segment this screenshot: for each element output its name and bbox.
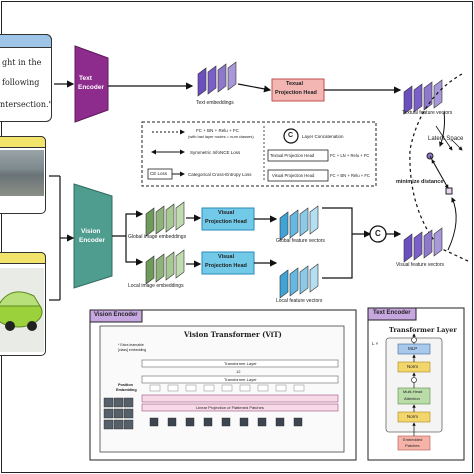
vision-encoder-label-2: Encoder xyxy=(79,237,106,244)
vit-title: Vision Transformer (ViT) xyxy=(184,330,282,339)
legend-textual-head-box: Textual Projection Head xyxy=(270,153,315,158)
global-feature-label: Global feature vectors xyxy=(276,238,325,244)
prompt-line-1: ght in the xyxy=(2,58,42,67)
local-feature-vectors-stack xyxy=(279,263,319,299)
vit-position-embedding-1: Position xyxy=(118,383,133,387)
visual-feature-label: Visual feature vectors xyxy=(396,262,444,268)
text-panel-embedded-1: Embedded xyxy=(403,437,423,442)
legend-symmetric-loss: Symmetric InfoNCE Loss xyxy=(190,150,241,155)
local-embeddings-stack xyxy=(145,249,185,285)
vision-encoder-label-1: Vision xyxy=(81,228,101,235)
legend-box xyxy=(141,121,377,187)
text-panel-mha-2: Attention xyxy=(404,396,420,401)
latent-space-boundary xyxy=(409,73,471,263)
latent-point-visual xyxy=(445,187,453,195)
vit-tab-label: Vision Encoder xyxy=(94,312,138,318)
legend-fc-line-2: (with last layer nodes = num classes) xyxy=(188,134,254,139)
global-feature-vectors-stack xyxy=(279,205,319,241)
legend-layer-concat: Layer Concatenation xyxy=(302,134,344,139)
visual-head-global-line-1: Visual xyxy=(218,210,235,216)
text-panel-norm-bottom: Norm xyxy=(407,414,418,419)
textual-head-line-2: Projection Head xyxy=(275,90,317,96)
textual-feature-vectors-stack xyxy=(403,79,443,115)
latent-space-label: Latent Space xyxy=(428,136,464,142)
legend-visual-head-box: Visual Projection Head xyxy=(272,173,315,178)
vit-linear-projection: Linear Projection of Flattened Patches xyxy=(196,405,264,410)
prompt-line-3: ntersection." xyxy=(0,100,53,109)
vit-extra-token-1: * Extra learnable xyxy=(118,343,144,347)
text-panel-lx: L × xyxy=(372,341,379,346)
visual-feature-vectors-stack xyxy=(403,227,443,263)
legend-visual-head-def: FC + BN + Relu + FC xyxy=(330,173,370,178)
text-encoder-panel-tab xyxy=(367,307,417,321)
vit-panel-tab xyxy=(89,309,143,323)
text-panel-title: Transformer Layer xyxy=(389,326,457,334)
vit-transformer-layer-1: Transformer Layer xyxy=(224,361,257,366)
text-embeddings-label: Text embeddings xyxy=(196,100,234,106)
text-panel-tab-label: Text Encoder xyxy=(373,310,411,316)
text-panel-mha-1: Multi-Head xyxy=(403,389,423,394)
global-embeddings-stack xyxy=(145,201,185,237)
text-panel-norm-top: Norm xyxy=(407,364,418,369)
text-encoder-block xyxy=(74,45,109,123)
visual-head-local-line-1: Visual xyxy=(218,254,235,260)
text-panel-mlp: MLP xyxy=(408,346,418,351)
textual-head-line-1: Texual xyxy=(286,81,304,87)
global-image-tab xyxy=(0,136,46,148)
legend-concat-symbol: C xyxy=(288,132,294,139)
legend-ce-box: CE Loss xyxy=(150,171,168,176)
text-panel-embedded-2: Patches xyxy=(405,443,420,448)
local-feature-label: Local feature vectors xyxy=(276,298,323,304)
text-embeddings-stack xyxy=(197,61,237,97)
text-encoder-label-2: Encoder xyxy=(78,84,105,91)
legend-ce-loss: Categorical Cross-Entropy Loss xyxy=(188,172,252,177)
image-patches xyxy=(149,417,303,427)
global-embeddings-label: Global image embeddings xyxy=(128,234,187,240)
visual-head-global-line-2: Projection Head xyxy=(205,219,247,225)
minimize-distance-label: minimize distance xyxy=(396,179,444,185)
legend-fc-line-1: FC + BN + Relu + FC xyxy=(196,128,239,133)
vit-position-embedding-2: Embedding xyxy=(116,388,137,392)
car-illustration xyxy=(0,291,43,331)
vision-encoder-block xyxy=(73,183,113,289)
concat-symbol: C xyxy=(375,229,381,238)
patch-grid xyxy=(103,397,134,430)
legend-textual-head-def: FC + LN + Relu + FC xyxy=(330,153,370,158)
vit-layer-count: 12 xyxy=(236,369,241,374)
local-image-tab xyxy=(0,252,46,264)
vit-transformer-layer-2: Transformer Layer xyxy=(224,377,257,382)
visual-head-local-line-2: Projection Head xyxy=(205,263,247,269)
prompt-line-2: following xyxy=(2,78,40,87)
vit-extra-token-2: [class] embedding xyxy=(118,348,147,352)
text-encoder-label-1: Text xyxy=(79,75,92,82)
street-photo xyxy=(0,150,44,196)
textual-feature-label: Textual feature vectors xyxy=(402,110,453,116)
text-prompt-tab xyxy=(0,34,52,48)
local-embeddings-label: Local image embeddings xyxy=(128,283,184,289)
